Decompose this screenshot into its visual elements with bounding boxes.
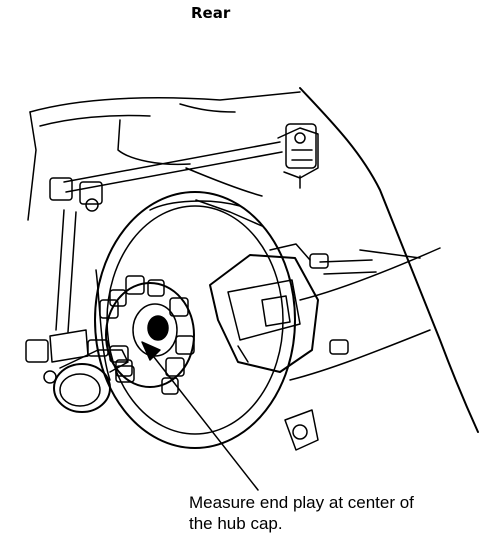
callout-arrow — [141, 341, 259, 491]
callout-line-1: Measure end play at center of — [189, 493, 414, 512]
stabilizer-link — [49, 123, 319, 212]
lateral-link — [25, 209, 89, 384]
view-heading: Rear — [191, 4, 231, 22]
brake-disc — [94, 191, 296, 449]
callout-line-2: the hub cap. — [189, 514, 283, 533]
dial-indicator — [53, 339, 135, 413]
lower-mount-bolt — [284, 409, 319, 451]
brake-caliper — [209, 243, 349, 373]
lower-arm — [299, 247, 441, 301]
measurement-callout: Measure end play at center of the hub ca… — [189, 492, 493, 534]
wheel-well-panel — [299, 87, 479, 433]
body-panel-inner — [39, 114, 151, 127]
wheel-studs — [99, 275, 195, 395]
body-panel-upper — [29, 91, 301, 113]
